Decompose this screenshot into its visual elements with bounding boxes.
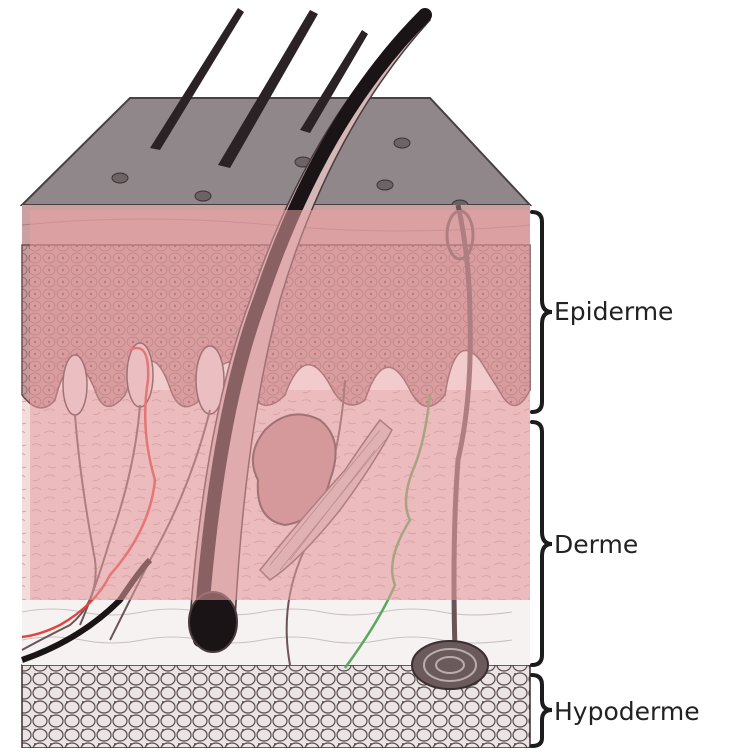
highlight-overlay xyxy=(30,210,530,600)
label-hypodermis: Hypoderme xyxy=(554,697,700,726)
skin-surface xyxy=(22,98,530,210)
brace-hypodermis xyxy=(532,675,552,746)
label-epidermis: Epiderme xyxy=(554,297,673,326)
label-dermis: Derme xyxy=(554,530,638,559)
brace-epidermis xyxy=(532,212,552,412)
brace-dermis xyxy=(532,422,552,665)
